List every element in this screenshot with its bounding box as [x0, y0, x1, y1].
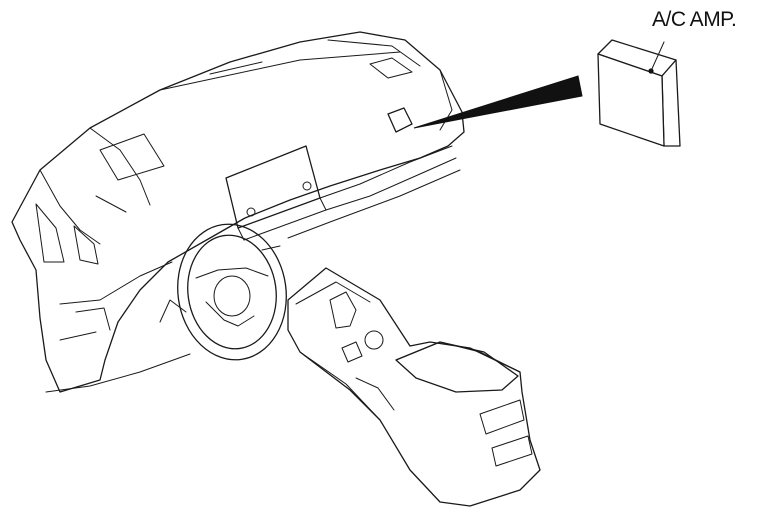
leader-pointer — [413, 75, 583, 129]
dashboard-outline — [11, 31, 465, 393]
lower-dash — [45, 307, 191, 393]
ac-amp-label: A/C AMP. — [652, 8, 737, 31]
ac-amp-box — [597, 39, 681, 147]
steering-wheel — [159, 223, 287, 361]
center-console — [287, 267, 541, 507]
instrument-panel-right — [287, 107, 461, 239]
